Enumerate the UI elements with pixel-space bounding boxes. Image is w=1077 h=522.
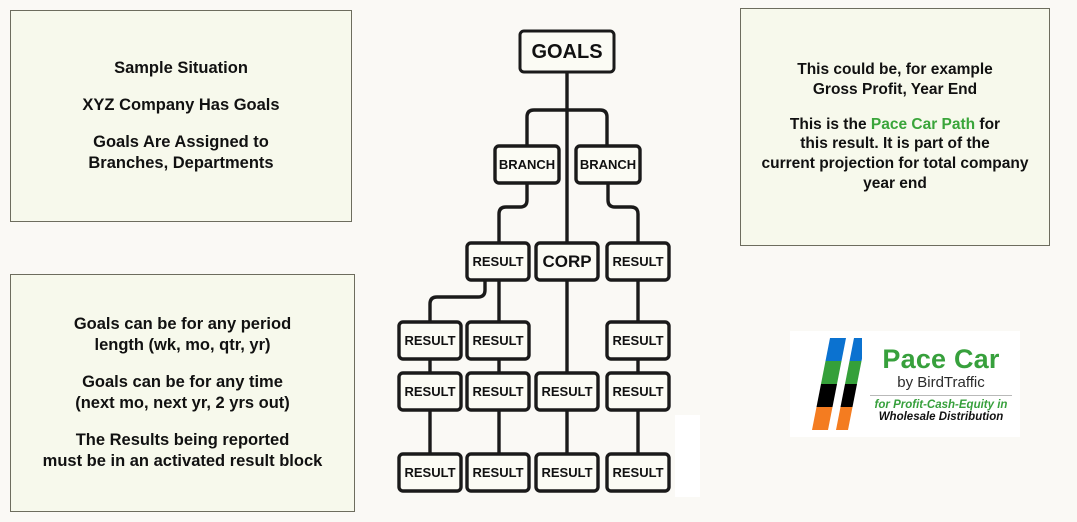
node-box-result-r3-c1[interactable] [397,320,463,361]
node-box-result-r4-c1[interactable] [397,371,463,412]
sample-situation-line-2: XYZ Company Has Goals [82,95,280,114]
node-branch-right[interactable]: BRANCH [574,144,642,185]
node-label-result-r3-c1: RESULT [404,333,455,348]
node-box-result-r4-c3[interactable] [534,371,600,412]
edge-branch-right-to-result [606,181,640,245]
node-label-goals: GOALS [531,41,602,63]
node-label-branch-left: BRANCH [499,157,555,172]
diagram-nodes: GOALS BRANCH BRANCH RESULT CORP RESULT RESULT R… [397,29,671,493]
node-label-result-r3-c2: RESULT [472,333,523,348]
node-box-result-r3-c2[interactable] [465,320,531,361]
goals-hierarchy-diagram: GOALS BRANCH BRANCH RESULT CORP RESULT RESULT R… [380,0,720,522]
edge-r2c2-to-r3c1 [428,278,487,324]
pace-car-path-line-4: this result. It is part of the [800,135,990,153]
node-label-branch-right: BRANCH [580,157,636,172]
pace-car-path-panel: This could be, for example Gross Profit,… [740,8,1050,246]
node-box-result-r3-c4[interactable] [605,320,671,361]
node-label-result-r5-c2: RESULT [472,465,523,480]
node-result-r4-c3[interactable]: RESULT [534,371,600,412]
node-result-r2-c2[interactable]: RESULT [465,241,531,282]
goals-rules-line-4: (next mo, next yr, 2 yrs out) [75,394,290,412]
node-label-result-r4-c1: RESULT [404,384,455,399]
node-label-result-r5-c3: RESULT [541,465,592,480]
node-label-result-r4-c4: RESULT [612,384,663,399]
node-result-r4-c4[interactable]: RESULT [605,371,671,412]
node-label-corp: CORP [542,252,591,271]
sample-situation-line-1: Sample Situation [114,59,248,78]
logo-title: Pace Car [882,343,1000,374]
goals-rules-line-6: must be in an activated result block [42,451,323,470]
node-box-goals[interactable] [518,29,616,74]
node-box-branch-right[interactable] [574,144,642,185]
node-box-result-r4-c2[interactable] [465,371,531,412]
node-box-result-r2-c4[interactable] [605,241,671,282]
sample-situation-panel: Sample Situation XYZ Company Has Goals G… [10,10,352,222]
node-label-result-r5-c4: RESULT [612,465,663,480]
edge-branch-left-to-result [497,181,529,245]
node-box-result-r5-c3[interactable] [534,452,600,493]
node-label-result-r2-c2: RESULT [472,254,523,269]
pace-car-path-line-5: current projection for total company [761,155,1029,173]
node-box-result-r5-c4[interactable] [605,452,671,493]
pace-car-path-highlight: Pace Car Path [870,115,976,133]
node-result-r3-c1[interactable]: RESULT [397,320,463,361]
node-branch-left[interactable]: BRANCH [493,144,561,185]
node-result-r5-c4[interactable]: RESULT [605,452,671,493]
node-result-r3-c4[interactable]: RESULT [605,320,671,361]
logo-subtitle: by BirdTraffic [897,374,985,392]
pace-car-path-line-3-suffix: for [975,115,1001,133]
node-box-result-r5-c1[interactable] [397,452,463,493]
logo-tagline-2: Wholesale Distribution [878,411,1004,424]
node-result-r2-c4[interactable]: RESULT [605,241,671,282]
goals-rules-line-5: The Results being reported [75,430,290,449]
node-label-result-r4-c3: RESULT [541,384,592,399]
pace-car-path-line-6: year end [863,175,927,193]
pace-car-path-line-3: This is the Pace Car Path for [790,115,1000,135]
pace-car-stripes-icon [796,338,862,430]
node-label-result-r5-c1: RESULT [404,465,455,480]
goals-rules-panel: Goals can be for any period length (wk, … [10,274,355,512]
node-result-r4-c1[interactable]: RESULT [397,371,463,412]
node-box-result-r5-c2[interactable] [465,452,531,493]
pace-car-path-line-3-prefix: This is the [789,115,871,133]
node-corp[interactable]: CORP [534,241,600,282]
white-overlay-artifact [675,415,700,497]
goals-rules-line-3: Goals can be for any time [82,372,283,391]
pace-car-path-line-1: This could be, for example [797,61,993,79]
goals-rules-line-2: length (wk, mo, qtr, yr) [94,336,271,355]
pace-car-logo: Pace Car by BirdTraffic for Profit-Cash-… [790,331,1020,437]
pace-car-path-line-2: Gross Profit, Year End [812,80,978,98]
diagram-connectors [428,70,640,456]
logo-divider [870,394,1012,396]
logo-tagline-1: for Profit-Cash-Equity in [874,398,1008,411]
sample-situation-line-4: Branches, Departments [88,153,274,172]
node-box-corp[interactable] [534,241,600,282]
node-result-r3-c2[interactable]: RESULT [465,320,531,361]
node-box-branch-left[interactable] [493,144,561,185]
node-label-result-r2-c4: RESULT [612,254,663,269]
sample-situation-line-3: Goals Are Assigned to [93,132,269,151]
node-result-r5-c3[interactable]: RESULT [534,452,600,493]
node-result-r5-c2[interactable]: RESULT [465,452,531,493]
node-box-result-r2-c2[interactable] [465,241,531,282]
logo-text-block: Pace Car by BirdTraffic for Profit-Cash-… [862,345,1012,423]
node-label-result-r3-c4: RESULT [612,333,663,348]
edge-goals-bus [525,108,609,148]
node-box-result-r4-c4[interactable] [605,371,671,412]
goals-rules-line-1: Goals can be for any period [73,315,292,333]
node-label-result-r4-c2: RESULT [472,384,523,399]
node-result-r4-c2[interactable]: RESULT [465,371,531,412]
node-result-r5-c1[interactable]: RESULT [397,452,463,493]
node-goals[interactable]: GOALS [518,29,616,74]
